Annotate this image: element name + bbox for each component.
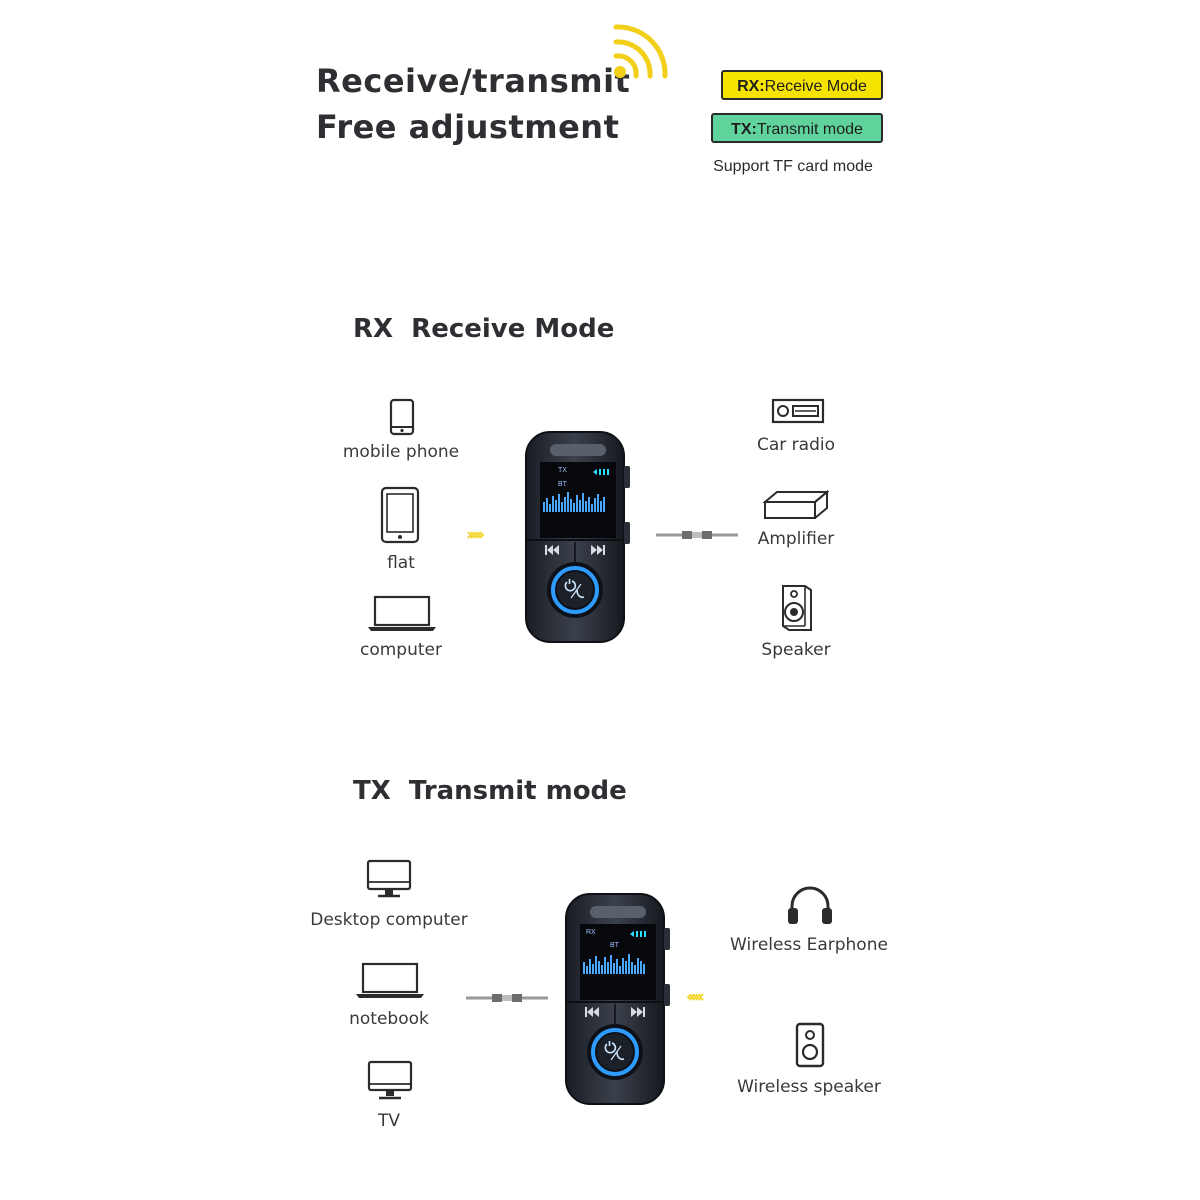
battery-icon bbox=[593, 468, 609, 476]
source-label-tv: TV bbox=[377, 1111, 400, 1131]
source-label-notebook: notebook bbox=[349, 1009, 429, 1029]
tx-bluetooth-device bbox=[562, 892, 674, 1106]
source-label-mobile-phone: mobile phone bbox=[342, 442, 460, 462]
tf-card-note: Support TF card mode bbox=[713, 158, 873, 175]
headline-line2: Free adjustment bbox=[316, 108, 620, 146]
tx-section-title: TX Transmit mode bbox=[353, 776, 627, 806]
rx-badge-text: Receive Mode bbox=[764, 78, 867, 95]
source-label-computer: computer bbox=[360, 640, 442, 660]
output-label-wireless-speaker: Wireless speaker bbox=[737, 1077, 881, 1097]
output-label-wireless-earphone: Wireless Earphone bbox=[730, 935, 888, 955]
speaker-icon bbox=[779, 584, 813, 632]
output-label-speaker: Speaker bbox=[761, 640, 831, 660]
battery-icon bbox=[630, 930, 646, 938]
car-radio-icon bbox=[771, 398, 825, 424]
next-track-icon bbox=[631, 1007, 645, 1017]
rx-flow-arrows: ››››› bbox=[466, 525, 485, 545]
rx-spectrum-display bbox=[542, 488, 608, 512]
laptop-icon bbox=[366, 594, 438, 632]
tv-icon bbox=[367, 1060, 413, 1102]
source-label-flat: flat bbox=[387, 553, 415, 573]
rx-aux-cable-icon bbox=[656, 527, 738, 543]
headphones-icon bbox=[786, 884, 834, 926]
output-label-car-radio: Car radio bbox=[756, 435, 835, 455]
wireless-signal-icon bbox=[606, 18, 676, 84]
tx-badge-prefix: TX: bbox=[731, 121, 757, 138]
headline-line1: Receive/transmit bbox=[316, 62, 631, 100]
rx-section-title: RX Receive Mode bbox=[353, 314, 615, 344]
notebook-icon bbox=[354, 961, 426, 999]
tx-device-screen-source: BT bbox=[610, 942, 619, 949]
rx-mode-badge: RX:Receive Mode bbox=[721, 70, 883, 100]
tx-badge-text: Transmit mode bbox=[756, 121, 863, 138]
previous-track-icon bbox=[545, 545, 559, 555]
rx-device-screen-source: BT bbox=[558, 481, 567, 488]
rx-badge-prefix: RX: bbox=[737, 78, 765, 95]
rx-bluetooth-device bbox=[522, 430, 634, 644]
mobile-phone-icon bbox=[389, 398, 415, 436]
output-label-amplifier: Amplifier bbox=[757, 529, 835, 549]
desktop-monitor-icon bbox=[366, 859, 412, 899]
rx-device-screen-mode: TX bbox=[558, 467, 567, 474]
previous-track-icon bbox=[585, 1007, 599, 1017]
tx-flow-arrows: ‹‹‹‹‹ bbox=[686, 987, 705, 1007]
source-label-desktop-computer: Desktop computer bbox=[310, 910, 468, 930]
amplifier-icon bbox=[763, 490, 829, 520]
power-phone-icon bbox=[603, 1040, 627, 1064]
tx-device-screen-mode: RX bbox=[586, 929, 596, 936]
power-phone-icon bbox=[563, 578, 587, 602]
next-track-icon bbox=[591, 545, 605, 555]
tx-spectrum-display bbox=[582, 950, 648, 974]
wireless-speaker-icon bbox=[795, 1022, 825, 1068]
tablet-icon bbox=[380, 486, 420, 544]
tx-aux-cable-icon bbox=[466, 990, 548, 1006]
headline: Receive/transmit Free adjustment bbox=[316, 58, 630, 150]
tx-mode-badge: TX:Transmit mode bbox=[711, 113, 883, 143]
